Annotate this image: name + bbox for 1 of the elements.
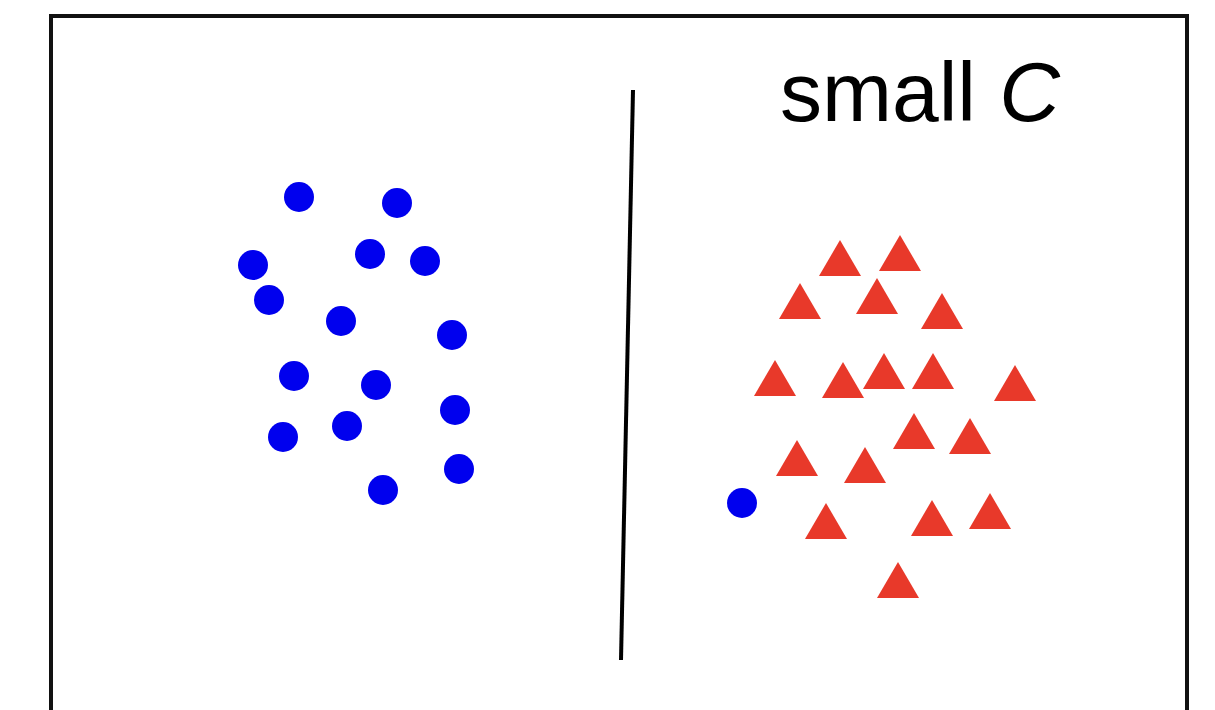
plot-label: small C — [780, 50, 1061, 134]
